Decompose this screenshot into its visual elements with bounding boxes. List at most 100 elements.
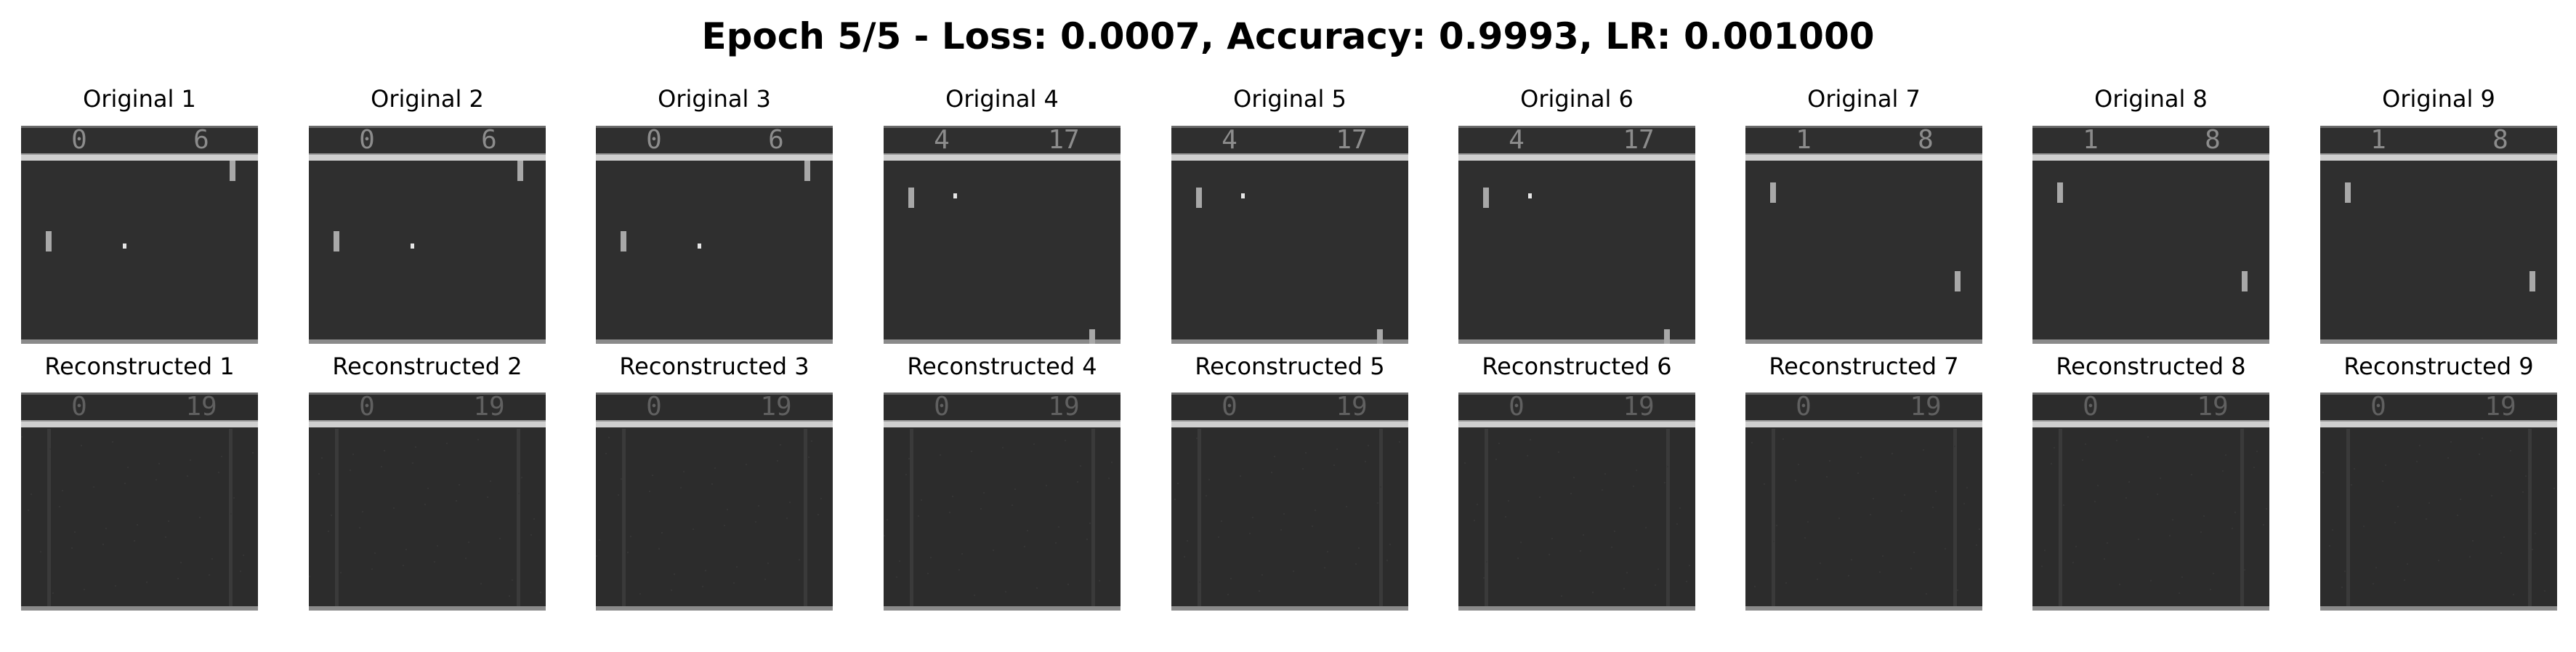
recon-noise [605, 453, 607, 454]
recon-noise [1024, 546, 1025, 547]
recon-noise [2072, 562, 2074, 563]
recon-noise [180, 562, 182, 563]
recon-noise [1527, 455, 1528, 456]
court-top-wall [309, 155, 546, 161]
left-paddle [621, 231, 626, 251]
score-left: 0 [646, 393, 662, 422]
recon-noise [2375, 567, 2377, 568]
court-top-wall [1171, 155, 1408, 161]
recon-noise [2232, 528, 2233, 529]
recon-noise [509, 595, 510, 597]
original-label: Original 8 [2094, 85, 2208, 113]
court-bottom-wall [1171, 606, 1408, 611]
recon-noise [1252, 517, 1253, 518]
recon-noise [658, 548, 660, 550]
recon-noise [2157, 494, 2158, 495]
recon-noise [2500, 552, 2502, 554]
recon-noise [512, 579, 513, 581]
recon-noise [381, 466, 382, 467]
recon-noise [2363, 526, 2365, 527]
score-left: 0 [359, 393, 375, 422]
recon-noise [724, 525, 725, 526]
recon-noise [1346, 506, 1347, 507]
recon-noise [1785, 582, 1787, 584]
frame-background [1171, 393, 1408, 611]
recon-noise [2054, 447, 2055, 448]
reconstructed-label: Reconstructed 8 [2056, 353, 2246, 380]
original-label: Original 9 [2382, 85, 2495, 113]
court-top-wall-shadow [596, 153, 833, 155]
score-right: 6 [193, 126, 209, 155]
recon-noise [1604, 473, 1606, 475]
recon-noise [405, 549, 407, 550]
recon-noise [2553, 488, 2555, 489]
recon-noise [240, 571, 241, 572]
recon-noise [1570, 493, 1572, 494]
frame-background [1458, 126, 1695, 344]
court-bottom-wall [1458, 606, 1695, 611]
frame-background [884, 126, 1121, 344]
recon-noise [49, 448, 51, 450]
recon-noise [1580, 550, 1581, 552]
score-right: 17 [1048, 126, 1079, 155]
left-paddle [1770, 182, 1776, 203]
recon-left-paddle-ghost [1772, 429, 1775, 606]
recon-noise [2385, 464, 2386, 466]
recon-noise [639, 593, 641, 595]
recon-noise [105, 528, 107, 529]
recon-noise [2447, 457, 2449, 459]
ball [698, 244, 701, 249]
recon-noise [1333, 464, 1335, 466]
court-top-wall-shadow [1458, 153, 1695, 155]
frame-top-edge [2032, 393, 2269, 395]
recon-noise [1271, 472, 1272, 473]
score-right: 6 [768, 126, 784, 155]
recon-noise [1798, 464, 1799, 465]
original-label: Original 2 [371, 85, 484, 113]
recon-noise [127, 467, 129, 468]
recon-noise [1664, 482, 1665, 483]
recon-noise [134, 540, 135, 542]
recon-noise [1966, 487, 1968, 488]
recon-noise [1249, 533, 1251, 534]
recon-noise [1302, 468, 1304, 470]
recon-left-paddle-ghost [2346, 429, 2350, 606]
recon-noise [896, 576, 897, 578]
left-paddle [1483, 188, 1489, 208]
court-top-wall-shadow [884, 420, 1121, 422]
left-paddle [2345, 182, 2351, 203]
recon-noise [2179, 592, 2180, 594]
recon-noise [31, 494, 32, 495]
recon-noise [340, 572, 342, 573]
recon-noise [2351, 484, 2352, 486]
recon-noise [1932, 507, 1934, 508]
reconstructed-label: Reconstructed 7 [1769, 353, 1959, 380]
recon-noise [683, 471, 685, 472]
recon-noise [1036, 587, 1038, 589]
original-label: Original 4 [945, 85, 1059, 113]
recon-noise [1196, 438, 1198, 439]
ball [1528, 193, 1532, 198]
recon-noise [2354, 468, 2355, 470]
score-right: 19 [760, 393, 791, 422]
recon-noise [680, 487, 682, 488]
recon-noise [359, 527, 360, 528]
recon-noise [1838, 518, 1840, 519]
frame-background [884, 393, 1121, 611]
recon-left-paddle-ghost [910, 429, 913, 606]
score-right: 19 [1910, 393, 1941, 422]
recon-noise [328, 531, 329, 532]
recon-noise [2085, 443, 2086, 445]
recon-noise [384, 450, 385, 451]
recon-noise [1368, 445, 1369, 446]
recon-noise [786, 518, 788, 519]
recon-noise [1873, 498, 1874, 499]
recon-noise [2200, 531, 2202, 533]
frame-background [2320, 393, 2557, 611]
recon-noise [2256, 451, 2258, 452]
court-top-wall [2320, 422, 2557, 427]
recon-noise [165, 536, 166, 538]
recon-noise [918, 515, 919, 517]
left-paddle [46, 231, 52, 251]
recon-noise [62, 490, 63, 491]
